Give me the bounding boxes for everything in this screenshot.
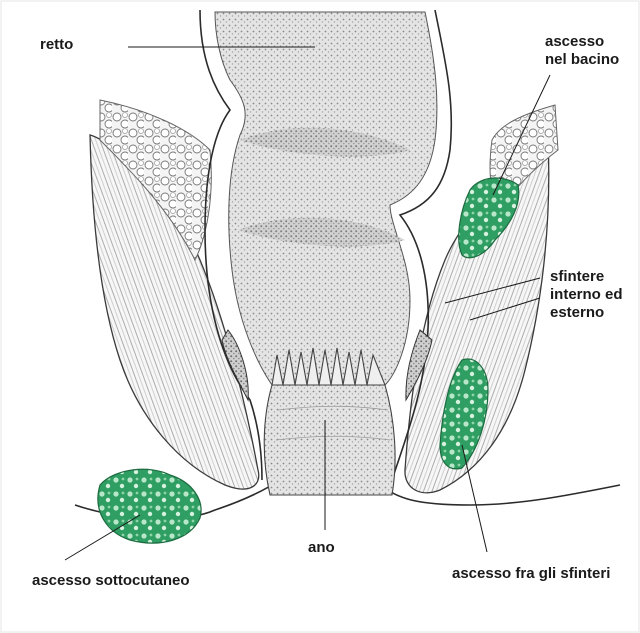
label-line: nel bacino (545, 51, 619, 69)
label-ascesso-nel-bacino: ascesso nel bacino (545, 33, 619, 69)
label-line: ascesso (545, 33, 619, 51)
label-ascesso-fra-gli-sfinteri: ascesso fra gli sfinteri (452, 565, 610, 583)
abscess-subcutaneous (98, 469, 201, 543)
label-ascesso-sottocutaneo: ascesso sottocutaneo (32, 572, 190, 590)
anal-canal (264, 385, 395, 495)
label-sfintere: sfintere interno ed esterno (550, 268, 623, 322)
label-line: esterno (550, 304, 623, 322)
label-retto: retto (40, 36, 73, 54)
rectum-lumen (215, 12, 437, 385)
label-line: sfintere (550, 268, 623, 286)
label-ano: ano (308, 539, 335, 557)
label-line: interno ed (550, 286, 623, 304)
